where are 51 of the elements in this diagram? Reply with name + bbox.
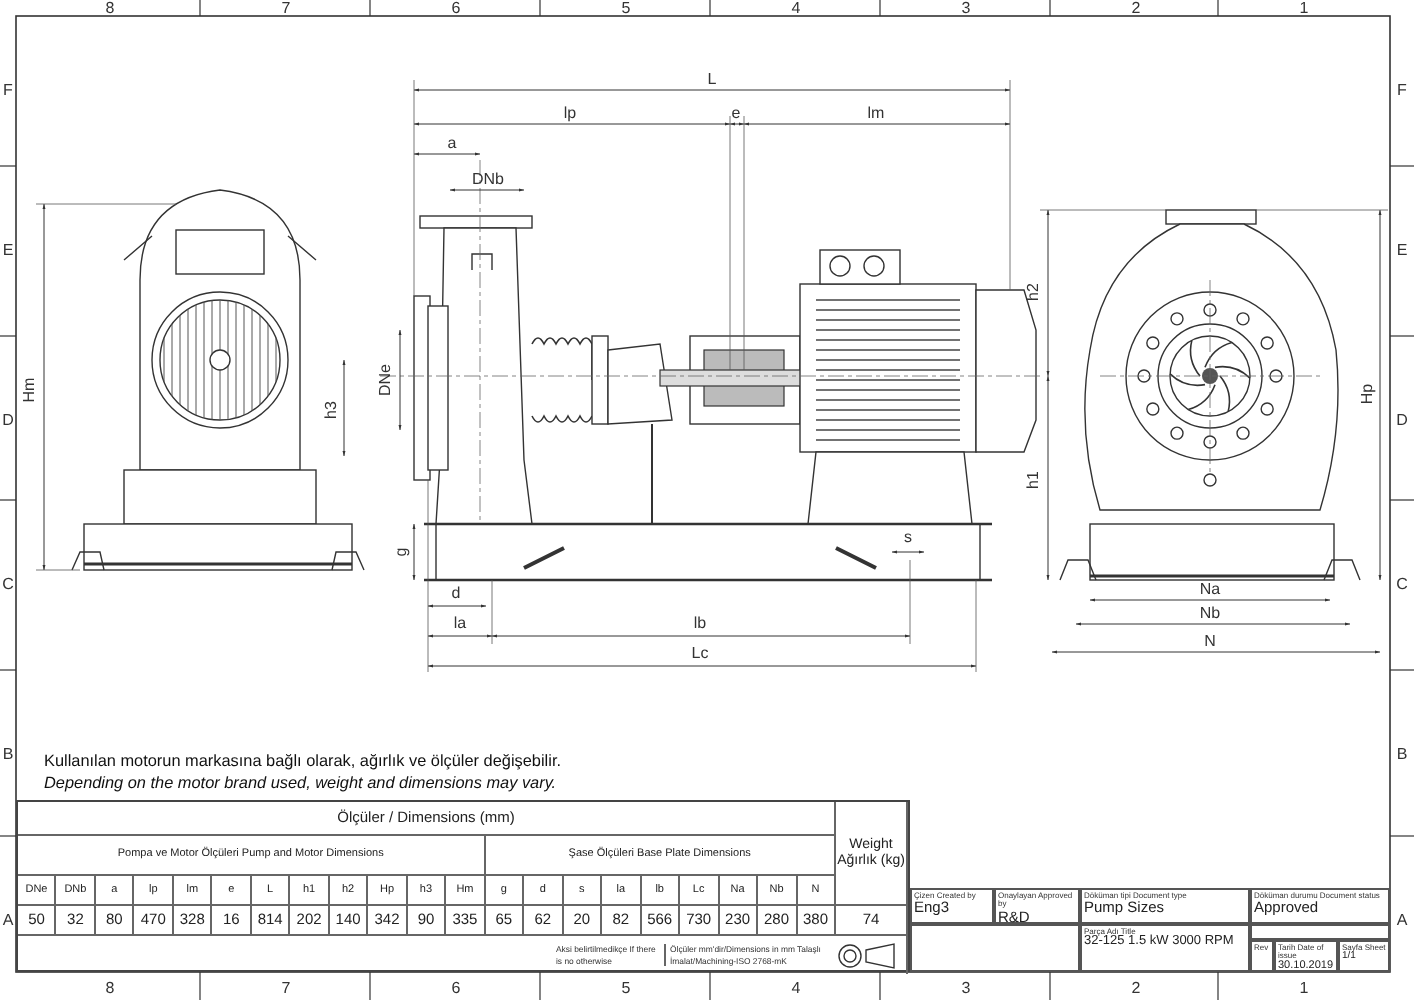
zone-letter: D: [2, 411, 14, 429]
dimension-label: lb: [693, 616, 707, 632]
dimension-label: a: [447, 136, 457, 152]
zone-letter: B: [2, 745, 14, 763]
zone-number: 4: [791, 979, 801, 997]
zone-number: 7: [281, 979, 291, 997]
zone-number: 5: [621, 0, 631, 17]
dimension-label: Hm: [22, 377, 38, 403]
zone-number: 8: [105, 0, 115, 17]
zone-number: 3: [961, 0, 971, 17]
dimension-label: Nb: [1199, 606, 1221, 622]
dimension-label: e: [731, 106, 741, 122]
dimension-label: d: [451, 586, 461, 602]
zone-number: 1: [1299, 979, 1309, 997]
zone-number: 6: [451, 979, 461, 997]
dimension-label: h1: [1026, 471, 1042, 489]
zone-letter: C: [2, 575, 14, 593]
dimension-label: Lc: [691, 646, 709, 662]
dimension-label: Na: [1199, 581, 1221, 597]
zone-letter: D: [1396, 411, 1408, 429]
zone-number: 3: [961, 979, 971, 997]
note-text: Depending on the motor brand used, weight and dimensions may vary.: [44, 774, 557, 792]
zone-letter: C: [1396, 575, 1408, 593]
zone-letter: B: [1396, 745, 1408, 763]
dimension-label: L: [707, 72, 717, 88]
zone-letter: F: [1397, 81, 1407, 99]
dimension-label: s: [904, 530, 912, 546]
zone-letter: E: [1396, 241, 1408, 259]
zone-letter: A: [1396, 911, 1408, 929]
zone-number: 2: [1131, 0, 1141, 17]
zone-number: 4: [791, 0, 801, 17]
dimension-label: lp: [563, 106, 577, 122]
dimension-label: N: [1204, 634, 1216, 650]
dimension-label: Hp: [1360, 383, 1376, 405]
note-text: Kullanılan motorun markasına bağlı olarak, ağırlık ve ölçüler değişebilir.: [44, 752, 561, 770]
zone-number: 5: [621, 979, 631, 997]
dimension-label: DNe: [378, 364, 394, 396]
dimension-label: h3: [324, 401, 340, 419]
zone-letter: E: [2, 241, 14, 259]
zone-number: 1: [1299, 0, 1309, 17]
dimension-label: h2: [1026, 283, 1042, 301]
dimension-label: g: [394, 547, 410, 557]
zone-number: 6: [451, 0, 461, 17]
zone-number: 2: [1131, 979, 1141, 997]
dimension-label: DNb: [472, 172, 504, 188]
zone-letter: A: [2, 911, 14, 929]
zone-number: 8: [105, 979, 115, 997]
dimension-label: lm: [867, 106, 885, 122]
zone-letter: F: [3, 81, 13, 99]
zone-number: 7: [281, 0, 291, 17]
dimension-label: la: [453, 616, 467, 632]
